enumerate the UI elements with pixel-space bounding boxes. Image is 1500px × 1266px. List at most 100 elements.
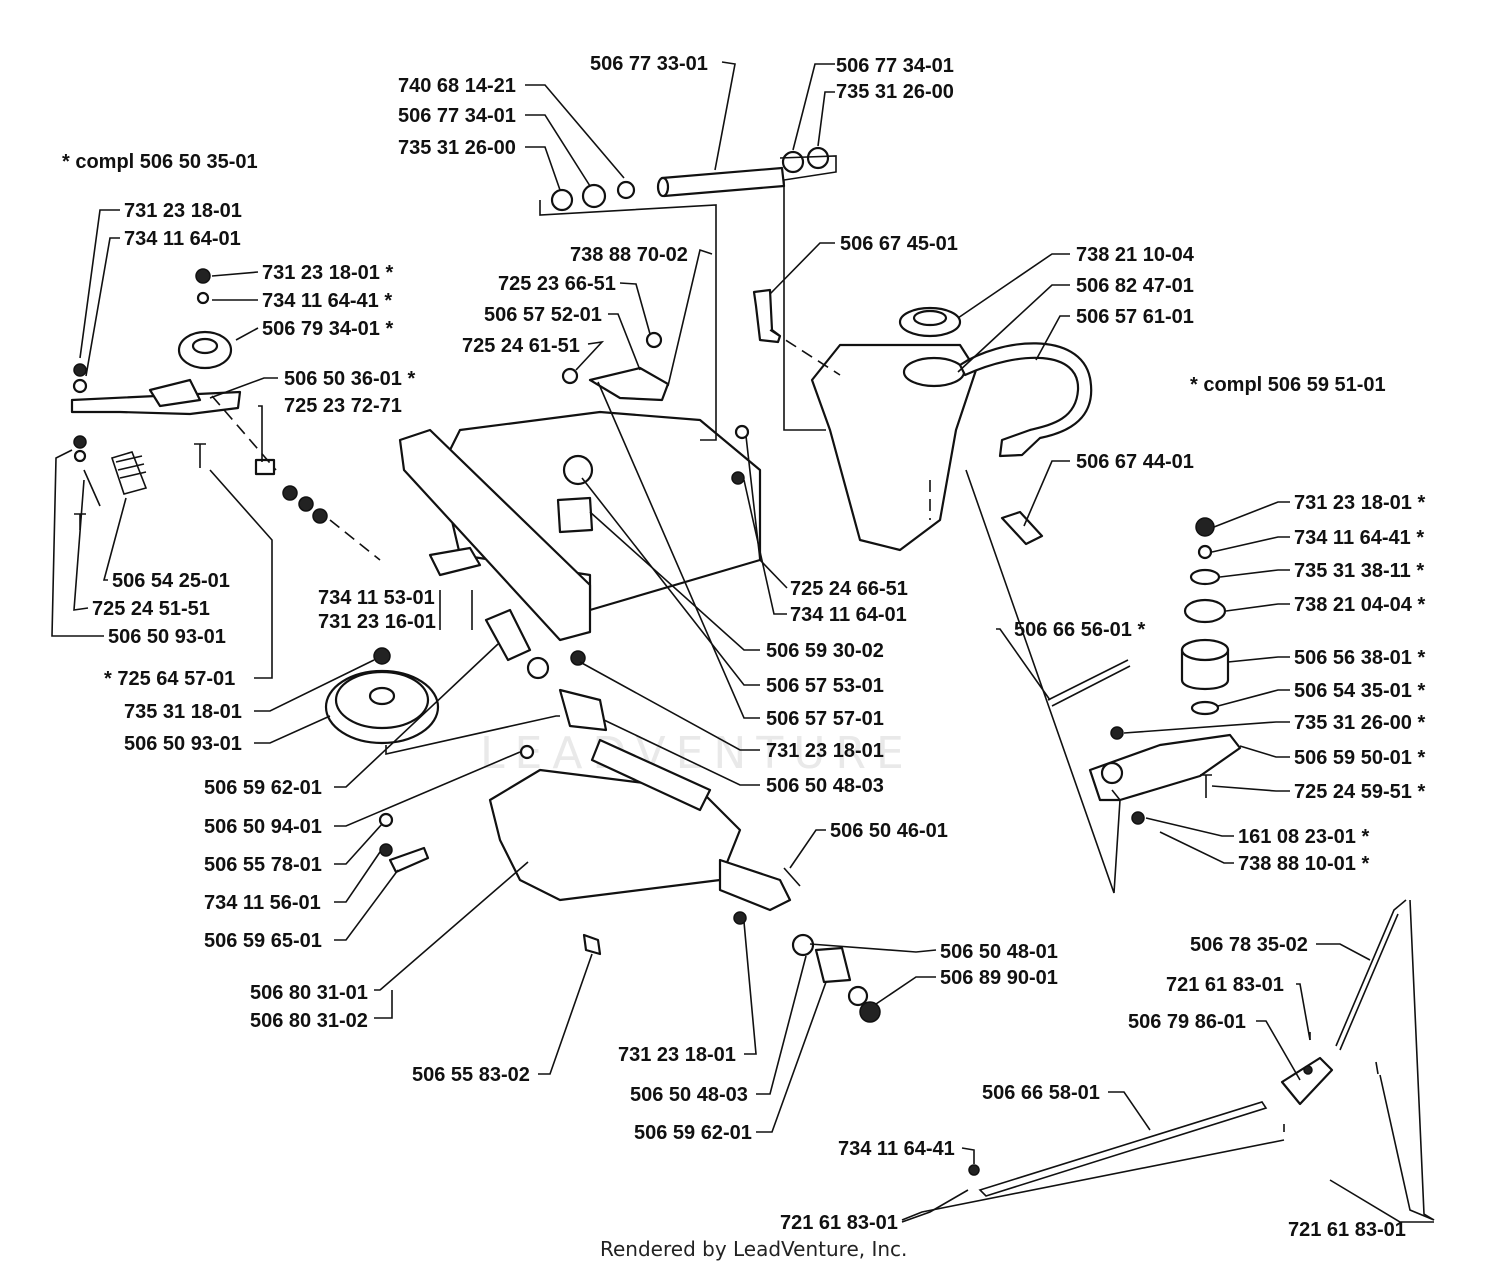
part-label: 731 23 18-01 * — [262, 262, 393, 284]
shaft-part — [660, 166, 786, 198]
pulley-hub — [191, 337, 219, 355]
part-label: 506 55 78-01 — [204, 854, 322, 876]
tank-housing-part — [810, 343, 978, 552]
lever-part — [388, 846, 430, 874]
spring-coils — [115, 455, 147, 479]
part-label: 725 24 61-51 — [462, 335, 580, 357]
part-label: 731 23 18-01 — [618, 1044, 736, 1066]
left-lever-group — [70, 268, 328, 530]
dashed-lines — [211, 329, 931, 561]
bolt-head-part — [645, 331, 663, 349]
plate-part — [1280, 1056, 1334, 1106]
coupler-part — [558, 688, 608, 732]
bolt-part — [1200, 774, 1212, 798]
nut-part — [733, 911, 747, 925]
part-label: 735 31 26-00 — [398, 137, 516, 159]
clip-part — [1375, 1061, 1379, 1075]
shaft-end — [656, 176, 670, 198]
washer-part — [791, 933, 815, 957]
pulley-hub — [368, 686, 396, 706]
part-label: 506 50 93-01 — [108, 626, 226, 648]
part-label: 506 59 30-02 — [766, 640, 884, 662]
nut-part — [282, 485, 298, 501]
plate-bracket-part — [588, 366, 670, 402]
part-label: 506 50 46-01 — [830, 820, 948, 842]
plug-part — [582, 933, 602, 956]
washer-part — [1197, 544, 1213, 560]
right-pulley-group — [1047, 517, 1242, 825]
footer-credit: Rendered by LeadVenture, Inc. — [600, 1237, 907, 1261]
washer-part — [581, 183, 607, 209]
nut-part — [73, 435, 87, 449]
part-label: 734 11 53-01 — [318, 587, 435, 609]
part-label: 506 59 62-01 — [204, 777, 322, 799]
mount-tab-part — [428, 546, 482, 577]
parts-layer — [70, 146, 1407, 1197]
part-label: 731 23 18-01 — [766, 740, 884, 762]
part-label: 506 66 58-01 — [982, 1082, 1100, 1104]
tank-group — [810, 306, 1093, 552]
input-shaft-part — [590, 738, 712, 812]
bolt-head-part — [519, 744, 535, 760]
part-label: 506 57 53-01 — [766, 675, 884, 697]
washer-part — [1110, 726, 1124, 740]
ring-part — [1189, 568, 1221, 586]
washer-part — [847, 985, 869, 1007]
pulley-top — [1180, 638, 1230, 662]
part-label: 506 77 33-01 — [590, 53, 708, 75]
pin-part — [83, 469, 101, 507]
part-label: 734 11 64-41 * — [262, 290, 392, 312]
part-label: 738 21 10-04 — [1076, 244, 1195, 266]
nut-part — [1195, 517, 1215, 537]
nut-part — [73, 363, 87, 377]
clip-part — [1000, 510, 1044, 546]
part-label: 506 50 48-01 — [940, 941, 1058, 963]
part-label: 735 31 26-00 — [836, 81, 954, 103]
part-label: 506 50 94-01 — [204, 816, 322, 838]
pivot-block-part — [556, 496, 594, 534]
washer-part — [379, 843, 393, 857]
part-label: 738 21 04-04 * — [1294, 594, 1425, 616]
part-label: 506 54 35-01 * — [1294, 680, 1425, 702]
part-label: 731 23 18-01 — [124, 200, 242, 222]
hole-part — [1303, 1065, 1313, 1075]
washer-part — [72, 378, 88, 394]
spring-part — [110, 451, 148, 495]
front-beam-part — [398, 428, 592, 642]
part-label: 506 56 38-01 * — [1294, 647, 1425, 669]
part-label: 506 80 31-02 — [250, 1010, 368, 1032]
part-label: 506 82 47-01 — [1076, 275, 1194, 297]
rod-part — [1335, 899, 1407, 1051]
part-label: 735 31 38-11 * — [1294, 560, 1424, 582]
part-label: 721 61 83-01 — [1288, 1219, 1406, 1241]
part-label: 735 31 26-00 * — [1294, 712, 1425, 734]
nut-part — [1131, 811, 1145, 825]
part-label: 506 66 56-01 * — [1014, 619, 1145, 641]
nut-part — [373, 647, 391, 665]
part-label: 721 61 83-01 — [780, 1212, 898, 1234]
washer-part — [806, 146, 830, 170]
part-label: 725 24 66-51 — [790, 578, 908, 600]
bushing-part — [484, 608, 532, 662]
nut-part — [570, 650, 586, 666]
strap-part — [958, 342, 1093, 458]
part-label: 725 23 72-71 — [284, 395, 402, 417]
part-label: 506 50 36-01 * — [284, 368, 415, 390]
bolt-part — [194, 443, 206, 468]
output-shaft-part — [718, 858, 792, 912]
part-label: 731 23 16-01 — [318, 611, 436, 633]
bolt-part — [254, 458, 276, 476]
washer-part — [781, 150, 805, 174]
part-label: 731 23 18-01 * — [1294, 492, 1425, 514]
part-label: 506 59 50-01 * — [1294, 747, 1425, 769]
nut-part — [731, 471, 745, 485]
seal-inner — [912, 309, 948, 327]
part-label: 725 24 59-51 * — [1294, 781, 1425, 803]
nut-part — [195, 268, 211, 284]
part-label: 506 57 52-01 — [484, 304, 602, 326]
part-label: 735 31 18-01 — [124, 701, 242, 723]
part-label: 506 50 48-03 — [766, 775, 884, 797]
part-label: * 725 64 57-01 — [104, 668, 235, 690]
